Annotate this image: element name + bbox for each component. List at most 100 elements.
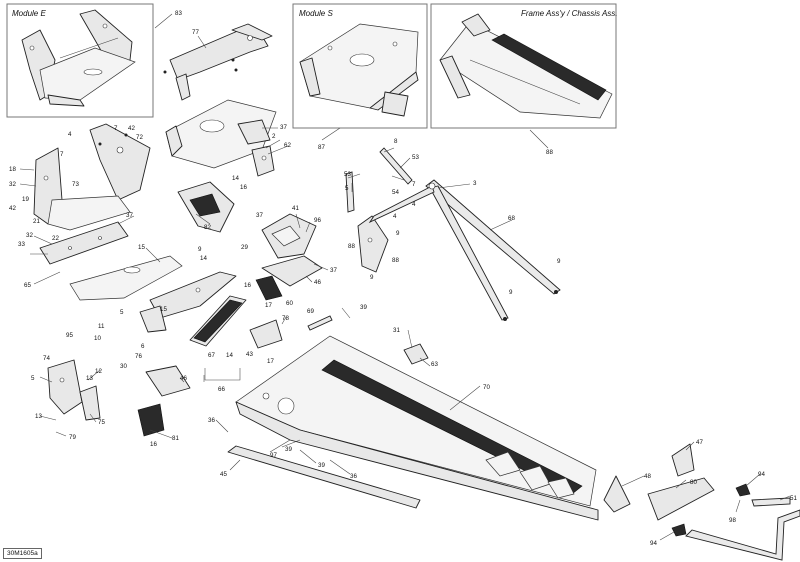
support-88-left <box>357 215 389 273</box>
callout-62: 62 <box>284 142 291 149</box>
callout-39a: 39 <box>360 304 367 311</box>
callout-9a: 9 <box>198 246 202 253</box>
callout-14c: 14 <box>226 352 233 359</box>
callout-19: 19 <box>22 196 29 203</box>
callout-69: 69 <box>307 308 314 315</box>
callout-32b: 32 <box>26 232 33 239</box>
callout-73: 73 <box>72 181 79 188</box>
bracket-48 <box>603 475 631 513</box>
bracket-78 <box>249 319 283 349</box>
plate-81 <box>137 403 165 437</box>
drawing-code-label: 30M1605a <box>3 548 42 559</box>
callout-60: 60 <box>286 300 293 307</box>
main-tunnel-frame <box>235 335 599 521</box>
callout-9d: 9 <box>557 258 561 265</box>
support-74 <box>47 359 83 415</box>
callout-5a: 5 <box>120 309 124 316</box>
callout-97: 97 <box>270 452 277 459</box>
callout-51: 51 <box>790 495 797 502</box>
steering-support-77 <box>163 23 273 101</box>
callout-94a: 94 <box>758 471 765 478</box>
callout-16c: 16 <box>150 441 157 448</box>
muffler-support-14 <box>139 271 237 333</box>
callout-46b: 46 <box>180 375 187 382</box>
module-e-inset: Module E <box>6 3 154 118</box>
callout-37d: 37 <box>330 267 337 274</box>
callout-7b: 7 <box>60 151 64 158</box>
callout-17b: 17 <box>267 358 274 365</box>
plate-60 <box>255 275 283 301</box>
bumper-plate-33 <box>39 221 129 265</box>
callout-39b: 39 <box>285 446 292 453</box>
callout-76: 76 <box>135 353 142 360</box>
callout-41: 41 <box>292 205 299 212</box>
callout-45: 45 <box>220 471 227 478</box>
bracket-62 <box>251 145 275 177</box>
callout-81: 81 <box>172 435 179 442</box>
callout-11: 11 <box>98 323 105 330</box>
callout-54: 54 <box>392 189 399 196</box>
callout-42b: 42 <box>9 205 16 212</box>
callout-94b: 94 <box>650 540 657 547</box>
bracket-47 <box>671 443 695 477</box>
callout-80: 80 <box>690 479 697 486</box>
module-s-frame-drawing <box>299 23 419 117</box>
callout-6: 6 <box>141 343 145 350</box>
rod-53 <box>345 147 413 213</box>
callout-75: 75 <box>98 419 105 426</box>
callout-98: 98 <box>729 517 736 524</box>
module-s-title: Module S <box>299 9 333 18</box>
tripod-68 <box>368 179 561 321</box>
callout-37c: 37 <box>256 212 263 219</box>
callout-68: 68 <box>508 215 515 222</box>
belly-pan-65 <box>69 255 183 301</box>
callout-47: 47 <box>696 439 703 446</box>
callout-4a: 4 <box>68 131 72 138</box>
module-e-frame-drawing <box>21 9 136 107</box>
frame-assy-inset: Frame Ass'y / Chassis Ass. <box>430 3 618 129</box>
callout-3: 3 <box>473 180 477 187</box>
bracket-46-lower <box>145 365 191 397</box>
callout-95: 95 <box>66 332 73 339</box>
callout-15b: 15 <box>160 306 167 313</box>
callout-65: 65 <box>24 282 31 289</box>
end-cap-94 <box>671 483 751 537</box>
callout-36b: 36 <box>350 473 357 480</box>
callout-36a: 36 <box>208 417 215 424</box>
callout-83: 83 <box>175 10 182 17</box>
callout-43: 43 <box>246 351 253 358</box>
callout-9c: 9 <box>370 274 374 281</box>
callout-42a: 42 <box>128 125 135 132</box>
steering-bracket-82 <box>177 181 235 233</box>
callout-numbers: 83 77 87 88 4 7 42 72 37 2 62 14 16 18 7… <box>9 10 797 547</box>
module-e-title: Module E <box>12 9 46 18</box>
callout-72: 72 <box>136 134 143 141</box>
front-bulkhead-73 <box>33 123 151 231</box>
callout-29: 29 <box>241 244 248 251</box>
leader-lines <box>19 13 791 541</box>
callout-15a: 15 <box>138 244 145 251</box>
callout-79: 79 <box>69 434 76 441</box>
callout-17a: 17 <box>265 302 272 309</box>
callout-22: 22 <box>52 235 59 242</box>
plate-46-upper <box>261 255 323 287</box>
callout-74: 74 <box>43 355 50 362</box>
callout-32a: 32 <box>9 181 16 188</box>
callout-30: 30 <box>120 363 127 370</box>
callout-21: 21 <box>33 218 40 225</box>
frame-assy-drawing <box>439 13 613 119</box>
callout-70: 70 <box>483 384 490 391</box>
callout-48: 48 <box>644 473 651 480</box>
callout-37a: 37 <box>280 124 287 131</box>
cooler-67 <box>189 295 247 381</box>
callout-18: 18 <box>9 166 16 173</box>
callout-12: 12 <box>95 368 102 375</box>
callout-46a: 46 <box>314 279 321 286</box>
callout-77: 77 <box>192 29 199 36</box>
callout-16b: 16 <box>244 282 251 289</box>
callout-63: 63 <box>431 361 438 368</box>
seat-support-96 <box>261 213 317 259</box>
link-69 <box>307 315 333 331</box>
callout-13a: 13 <box>86 375 93 382</box>
